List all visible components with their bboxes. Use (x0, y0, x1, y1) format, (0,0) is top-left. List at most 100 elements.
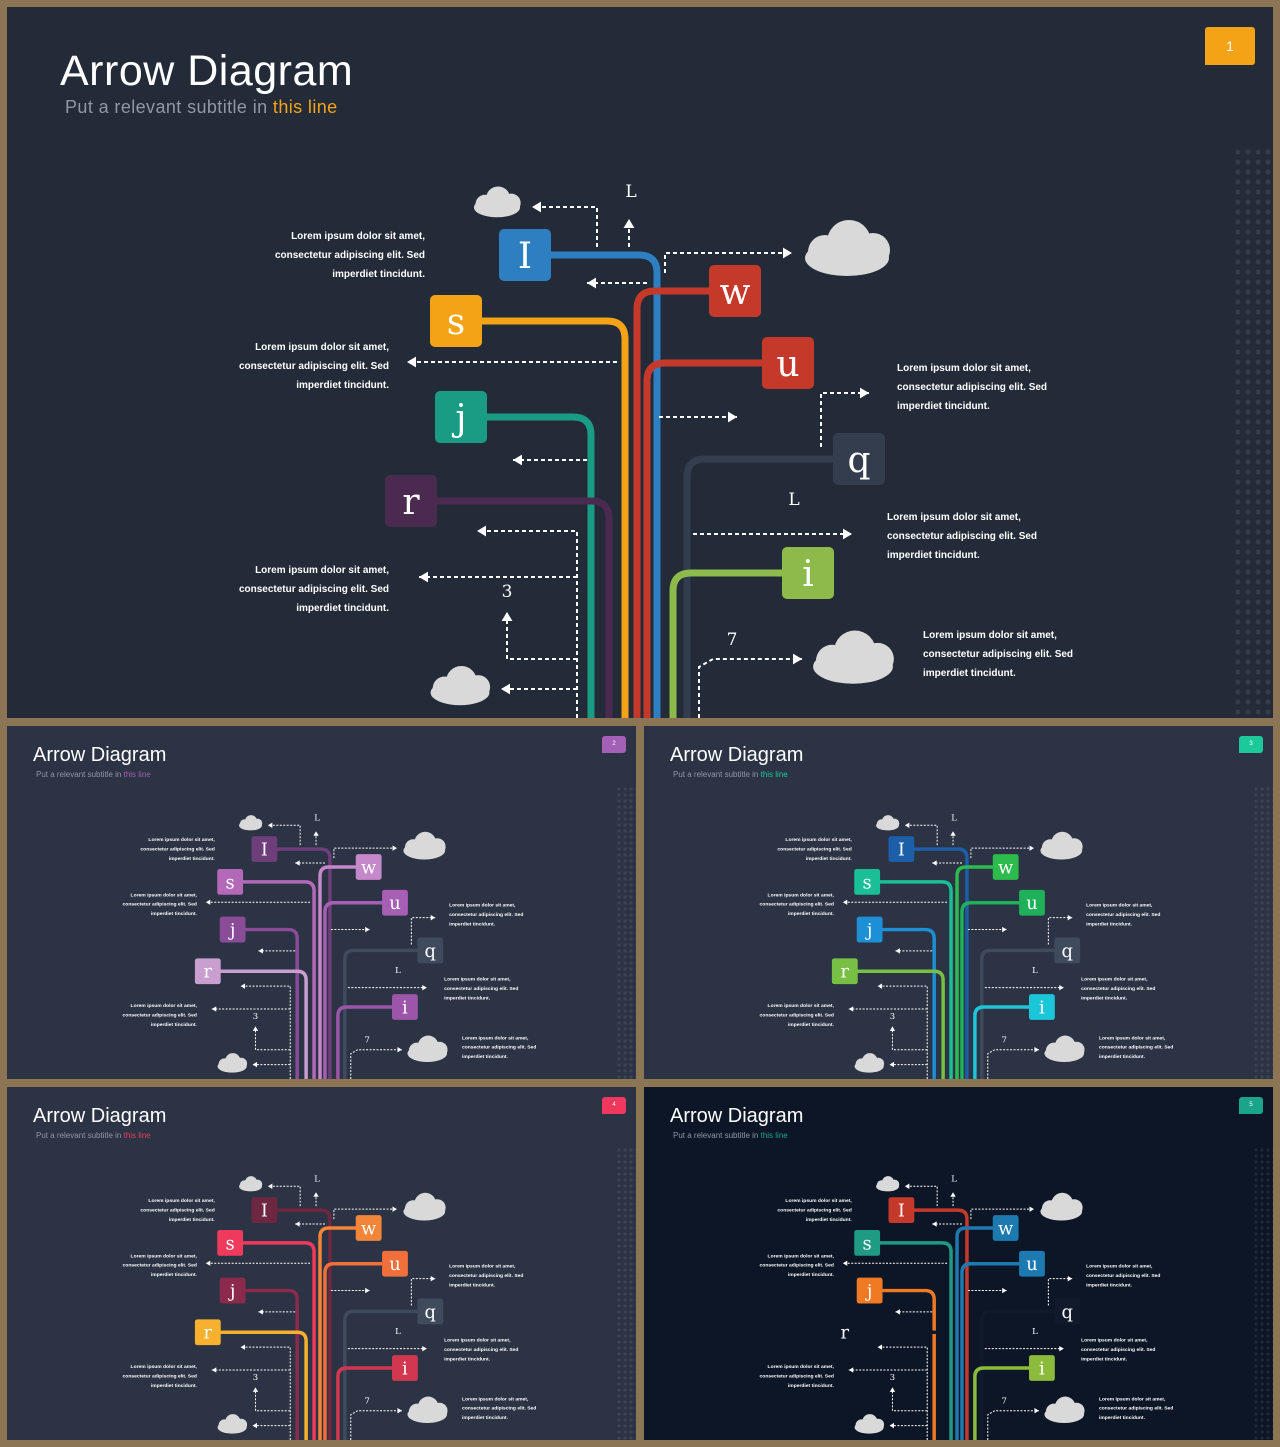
node-label: u (776, 344, 799, 385)
branch-lines (855, 1208, 1057, 1440)
node-w[interactable]: w (709, 265, 761, 317)
node-q[interactable]: q (417, 1298, 444, 1325)
slide-subtitle: Put a relevant subtitle in this line (673, 770, 788, 779)
branch-line-w (955, 865, 995, 1079)
node-label: u (389, 1254, 401, 1275)
branch-line-q (343, 1309, 420, 1440)
node-i[interactable]: i (1029, 994, 1055, 1020)
node-label: I (518, 236, 532, 277)
slide-3[interactable]: Arrow Diagram Put a relevant subtitle in… (644, 726, 1273, 1079)
node-j[interactable]: j (219, 916, 246, 943)
node-r[interactable]: r (831, 958, 858, 985)
node-s[interactable]: s (217, 1229, 244, 1256)
note-line: imperdiet tincidunt. (296, 380, 389, 391)
node-I[interactable]: I (251, 1197, 278, 1224)
subtitle-prefix: Put a relevant subtitle in (65, 97, 273, 117)
arrowhead (1059, 984, 1064, 991)
arrowhead (877, 1344, 883, 1350)
node-s[interactable]: s (854, 1229, 881, 1256)
node-r[interactable]: r (385, 475, 437, 527)
floating-label: L (788, 490, 799, 510)
node-j[interactable]: j (856, 916, 883, 943)
arrowhead (258, 948, 263, 954)
note-text: Lorem ipsum dolor sit amet,consectetur a… (140, 1198, 215, 1223)
node-j[interactable]: j (435, 391, 487, 443)
page-number-tab[interactable]: 5 (1239, 1097, 1263, 1114)
node-box (854, 1229, 881, 1256)
branch-line-i (336, 1366, 394, 1440)
note-line: consectetur adipiscing elit. Sed (1099, 1406, 1173, 1412)
node-label: j (451, 398, 466, 439)
slide-1[interactable]: Arrow Diagram Put a relevant subtitle in… (7, 7, 1273, 718)
arrowhead (895, 948, 900, 954)
node-w[interactable]: w (355, 1215, 382, 1241)
page-number-tab[interactable]: 1 (1205, 27, 1255, 65)
node-s[interactable]: s (854, 868, 881, 895)
arrowhead (783, 247, 792, 259)
node-r[interactable]: r (194, 958, 221, 985)
page-number-tab[interactable]: 2 (602, 736, 626, 753)
node-i[interactable]: i (1029, 1355, 1055, 1381)
note-line: Lorem ipsum dolor sit amet, (923, 630, 1057, 641)
node-w[interactable]: w (355, 854, 382, 880)
node-I[interactable]: I (888, 836, 915, 863)
note-line: Lorem ipsum dolor sit amet, (1099, 1396, 1166, 1402)
node-w[interactable]: w (992, 854, 1019, 880)
branch-line-I (275, 1208, 332, 1440)
page-number-tab[interactable]: 4 (602, 1097, 626, 1114)
slide-title: Arrow Diagram (60, 47, 354, 95)
note-text: Lorem ipsum dolor sit amet,consectetur a… (449, 1264, 523, 1289)
node-u[interactable]: u (382, 889, 408, 916)
node-label: i (402, 1358, 408, 1379)
branch-line-s (478, 317, 629, 718)
note-text: Lorem ipsum dolor sit amet,consectetur a… (140, 837, 215, 862)
arrowhead (205, 1260, 211, 1266)
node-r[interactable]: r (194, 1319, 221, 1346)
note-line: consectetur adipiscing elit. Sed (777, 1208, 851, 1214)
node-I[interactable]: I (499, 229, 551, 281)
note-line: imperdiet tincidunt. (151, 1272, 198, 1278)
node-label: r (841, 962, 850, 983)
note-text: Lorem ipsum dolor sit amet,consectetur a… (239, 565, 389, 614)
slide-5[interactable]: Arrow Diagram Put a relevant subtitle in… (644, 1087, 1273, 1440)
slide-2[interactable]: Arrow Diagram Put a relevant subtitle in… (7, 726, 636, 1079)
node-q[interactable]: q (833, 433, 885, 485)
node-q[interactable]: q (417, 937, 444, 964)
note-text: Lorem ipsum dolor sit amet,consectetur a… (123, 1253, 198, 1278)
node-u[interactable]: u (762, 337, 814, 389)
node-i[interactable]: i (392, 1355, 418, 1381)
node-r[interactable]: r (831, 1319, 858, 1346)
node-j[interactable]: j (219, 1277, 246, 1304)
arrowhead (848, 1367, 854, 1373)
node-j[interactable]: j (856, 1277, 883, 1304)
node-label: q (1062, 1302, 1073, 1323)
node-q[interactable]: q (1054, 1298, 1081, 1325)
node-w[interactable]: w (992, 1215, 1019, 1241)
slide-4[interactable]: Arrow Diagram Put a relevant subtitle in… (7, 1087, 636, 1440)
slide-subtitle: Put a relevant subtitle in this line (673, 1131, 788, 1140)
node-I[interactable]: I (251, 836, 278, 863)
node-I[interactable]: I (888, 1197, 915, 1224)
node-s[interactable]: s (217, 868, 244, 895)
cloud-icon (473, 186, 521, 218)
note-line: consectetur adipiscing elit. Sed (449, 912, 523, 918)
note-line: consectetur adipiscing elit. Sed (123, 1012, 197, 1018)
node-u[interactable]: u (382, 1250, 408, 1277)
node-i[interactable]: i (782, 547, 834, 599)
node-i[interactable]: i (392, 994, 418, 1020)
page-number-tab[interactable]: 3 (1239, 736, 1263, 753)
node-box (992, 854, 1019, 880)
node-u[interactable]: u (1019, 889, 1045, 916)
note-line: consectetur adipiscing elit. Sed (123, 1263, 197, 1269)
node-s[interactable]: s (430, 295, 482, 347)
branch-lines (433, 251, 837, 718)
note-text: Lorem ipsum dolor sit amet,consectetur a… (123, 1364, 198, 1389)
node-q[interactable]: q (1054, 937, 1081, 964)
node-label: j (228, 1281, 236, 1302)
cloud-icon (239, 1176, 263, 1192)
node-u[interactable]: u (1019, 1250, 1045, 1277)
note-line: imperdiet tincidunt. (1081, 1357, 1128, 1363)
note-line: imperdiet tincidunt. (1086, 1283, 1133, 1289)
